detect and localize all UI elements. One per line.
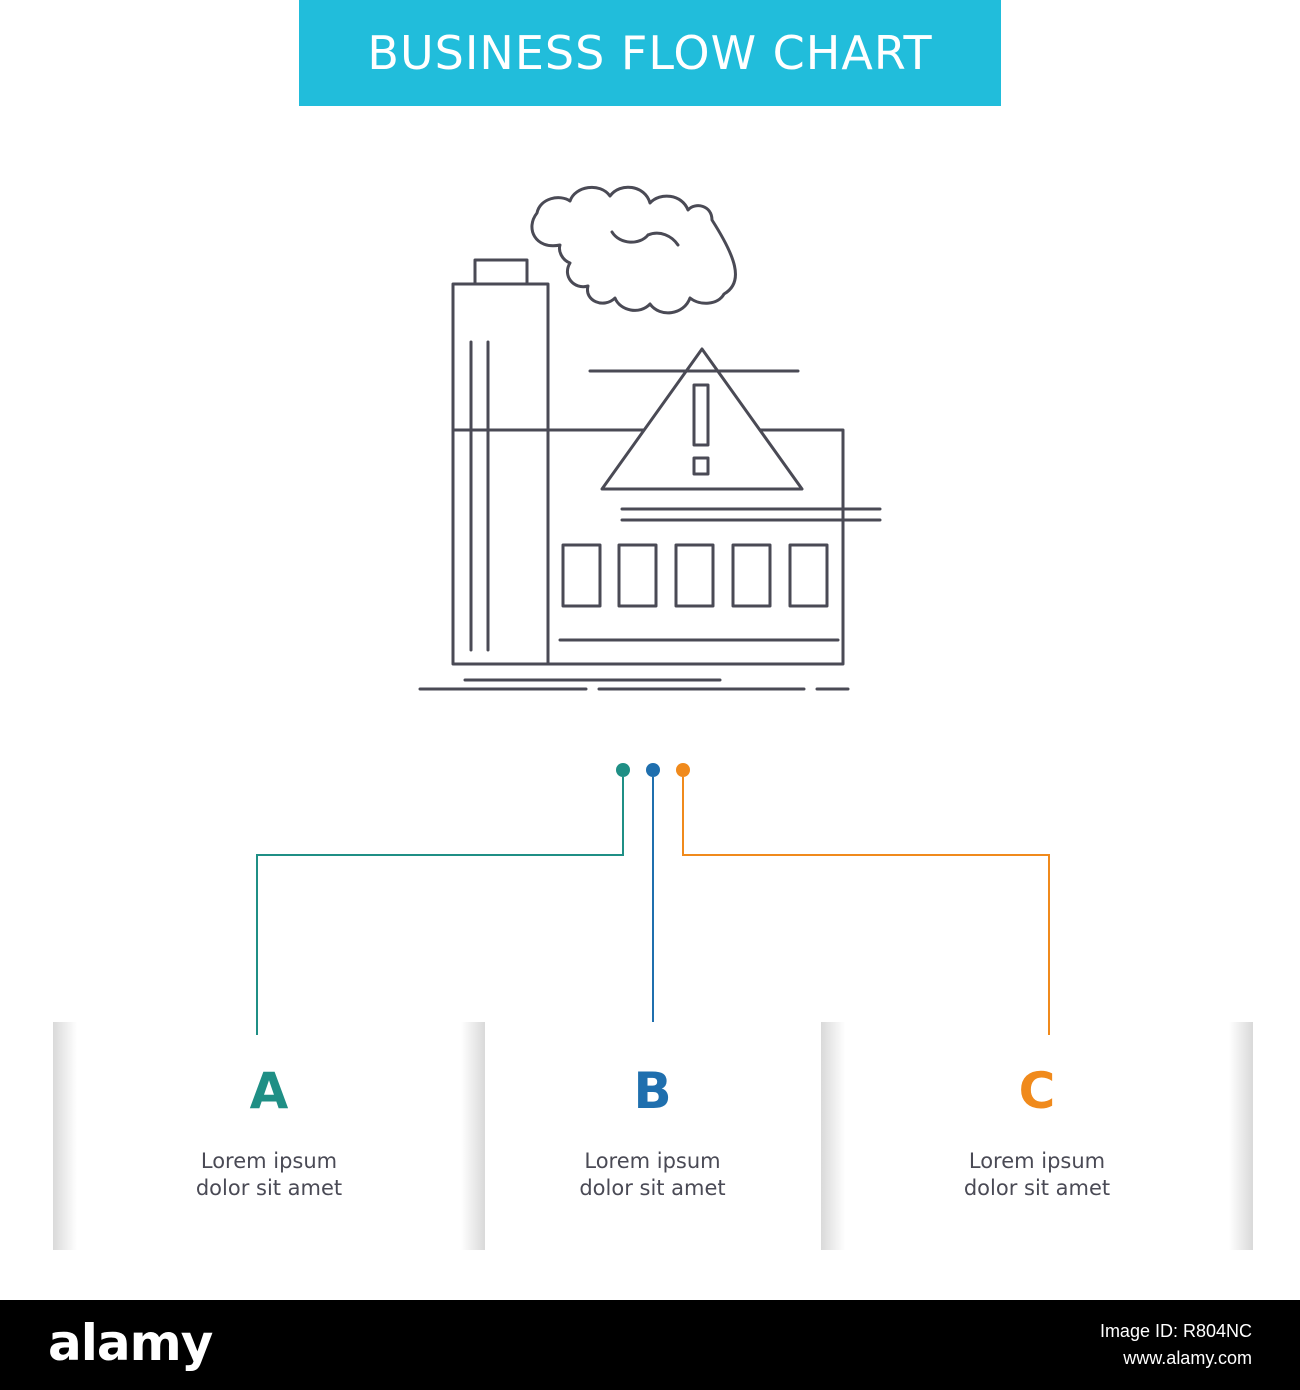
title-banner: BUSINESS FLOW CHART — [299, 0, 1001, 106]
site-url: www.alamy.com — [1123, 1348, 1252, 1368]
step-text-c: Lorem ipsum dolor sit amet — [821, 1148, 1253, 1202]
card-shade-left — [821, 1022, 845, 1250]
step-text-a: Lorem ipsum dolor sit amet — [53, 1148, 485, 1202]
node-dot-b — [646, 763, 660, 777]
step-card-a: A Lorem ipsum dolor sit amet — [53, 1022, 485, 1250]
step-letter-a: A — [249, 1062, 289, 1120]
footer-bar: alamy Image ID: R804NC www.alamy.com — [0, 1300, 1300, 1390]
connector-a — [256, 777, 624, 1035]
page-title: BUSINESS FLOW CHART — [367, 26, 933, 80]
step-card-b: B Lorem ipsum dolor sit amet — [484, 1022, 821, 1250]
image-credit: Image ID: R804NC www.alamy.com — [1100, 1318, 1252, 1372]
step-text-c-line2: dolor sit amet — [963, 1176, 1111, 1200]
step-letter-c: C — [1018, 1062, 1056, 1120]
alamy-logo: alamy — [48, 1314, 213, 1372]
card-shade-right — [461, 1022, 485, 1250]
step-text-a-line1: Lorem ipsum — [200, 1149, 338, 1173]
image-id: Image ID: R804NC — [1099, 1321, 1252, 1341]
card-shade-left — [53, 1022, 77, 1250]
node-dot-c — [676, 763, 690, 777]
warning-triangle-shape — [600, 347, 804, 491]
factory-pollution-warning-icon — [418, 185, 882, 691]
flow-diagram-graphic — [256, 185, 1050, 1035]
step-text-b-line1: Lorem ipsum — [584, 1149, 721, 1173]
chimney-cap-shape — [473, 258, 529, 286]
chimney-shape — [451, 282, 550, 666]
step-text-b-line2: dolor sit amet — [579, 1176, 726, 1200]
connector-c — [682, 777, 1050, 1035]
step-text-b: Lorem ipsum dolor sit amet — [484, 1148, 821, 1202]
node-dot-a — [616, 763, 630, 777]
step-card-c: C Lorem ipsum dolor sit amet — [821, 1022, 1253, 1250]
step-letter-b: B — [633, 1062, 672, 1120]
step-text-a-line2: dolor sit amet — [195, 1176, 343, 1200]
card-shade-right — [1229, 1022, 1253, 1250]
step-text-c-line1: Lorem ipsum — [968, 1149, 1106, 1173]
